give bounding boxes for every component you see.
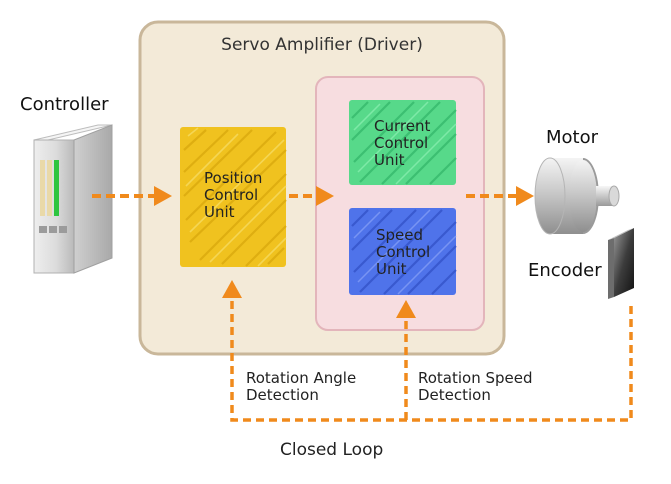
- current-unit-label: Current Control Unit: [374, 117, 431, 169]
- feedback-loop: [222, 280, 633, 422]
- rotation-angle-label: Rotation Angle Detection: [246, 369, 357, 404]
- position-unit-label: Position Control Unit: [204, 169, 263, 221]
- motor-label: Motor: [546, 127, 599, 148]
- closed-loop-label: Closed Loop: [280, 440, 384, 460]
- encoder-label: Encoder: [528, 260, 602, 281]
- encoder-icon: [608, 228, 634, 299]
- controller-device: [33, 124, 113, 274]
- amplifier-title: Servo Amplifier (Driver): [221, 35, 423, 55]
- speed-unit-label: Speed Control Unit: [376, 226, 431, 278]
- controller-label: Controller: [20, 94, 109, 115]
- motor-icon: [534, 157, 620, 235]
- position-control-unit: [180, 127, 287, 267]
- forward-signal-arrows: [92, 186, 534, 206]
- rotation-speed-label: Rotation Speed Detection: [418, 369, 533, 404]
- current-control-unit: [349, 100, 457, 185]
- speed-control-unit: [349, 208, 457, 295]
